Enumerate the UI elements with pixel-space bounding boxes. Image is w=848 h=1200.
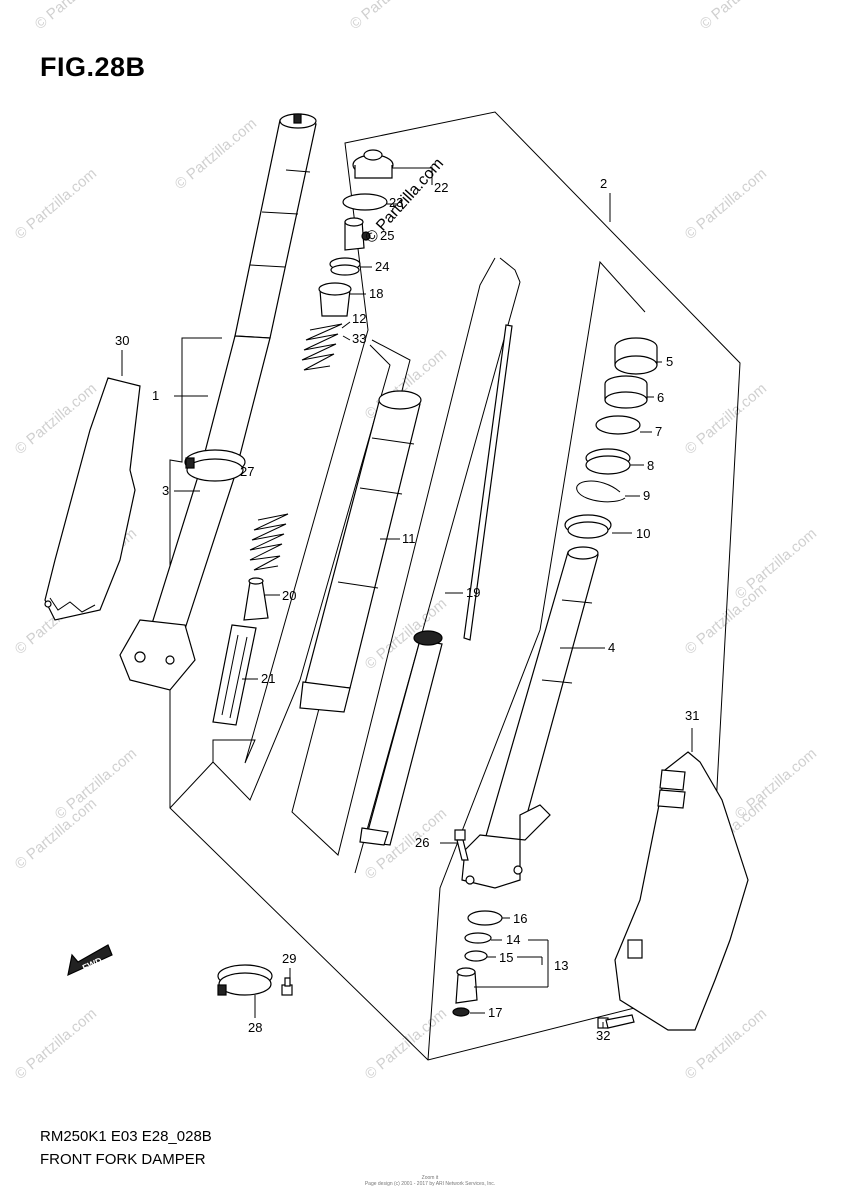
part-label-4[interactable]: 4 — [608, 640, 615, 655]
part-label-27[interactable]: 27 — [240, 464, 254, 479]
part-label-24[interactable]: 24 — [375, 259, 389, 274]
fork-guard-left[interactable] — [44, 377, 141, 621]
inner-tube[interactable] — [119, 469, 237, 691]
part-label-9[interactable]: 9 — [643, 488, 650, 503]
part-label-17[interactable]: 17 — [488, 1005, 502, 1020]
part-label-11[interactable]: 11 — [402, 531, 416, 546]
part-label-22[interactable]: 22 — [434, 180, 448, 195]
watermark-text: © Partzilla.com — [32, 0, 120, 33]
base-valve-13[interactable] — [455, 967, 478, 1004]
washer-7[interactable] — [595, 415, 641, 435]
part-label-3[interactable]: 3 — [162, 483, 169, 498]
part-label-19[interactable]: 19 — [466, 585, 480, 600]
spring-33[interactable] — [301, 323, 343, 371]
figure-title: FIG.28B — [40, 52, 146, 82]
stopper-ring-9[interactable] — [576, 480, 626, 503]
watermark-text: © Partzilla.com — [682, 380, 770, 458]
part-label-29[interactable]: 29 — [282, 951, 296, 966]
watermark-text: © Partzilla.com — [12, 1005, 100, 1083]
part-label-25[interactable]: 25 — [380, 228, 394, 243]
rebound-adjuster[interactable] — [344, 217, 371, 251]
guide-bushing-6[interactable] — [604, 375, 648, 409]
part-label-32[interactable]: 32 — [596, 1028, 610, 1043]
rebound-spring[interactable] — [249, 513, 289, 571]
part-label-5[interactable]: 5 — [666, 354, 673, 369]
spring-guide-18[interactable] — [318, 282, 352, 317]
part-label-28[interactable]: 28 — [248, 1020, 262, 1035]
slide-bushing-5[interactable] — [614, 337, 658, 375]
collar-24[interactable] — [329, 257, 361, 276]
inner-tube-right[interactable] — [461, 546, 599, 889]
watermark-text: © Partzilla.com — [12, 165, 100, 243]
part-label-31[interactable]: 31 — [685, 708, 699, 723]
washer-17[interactable] — [452, 1007, 470, 1017]
damper-rod[interactable] — [359, 324, 513, 846]
part-labels: 1234567891011121314151617181920212223242… — [115, 176, 699, 1043]
credit-text: Zoom it Page design (c) 2001 - 2017 by A… — [300, 1175, 560, 1187]
bolt-26[interactable] — [454, 829, 469, 861]
part-label-8[interactable]: 8 — [647, 458, 654, 473]
part-label-7[interactable]: 7 — [655, 424, 662, 439]
part-label-30[interactable]: 30 — [115, 333, 129, 348]
part-label-1[interactable]: 1 — [152, 388, 159, 403]
credit-line-2: Page design (c) 2001 - 2017 by ARI Netwo… — [364, 1181, 496, 1187]
part-label-6[interactable]: 6 — [657, 390, 664, 405]
oil-seal-8[interactable] — [585, 448, 631, 475]
part-label-2[interactable]: 2 — [600, 176, 607, 191]
part-label-14[interactable]: 14 — [506, 932, 520, 947]
part-label-16[interactable]: 16 — [513, 911, 527, 926]
dust-seal-10[interactable] — [564, 514, 612, 539]
leader-lines — [121, 167, 693, 1028]
part-label-23[interactable]: 23 — [389, 195, 403, 210]
watermark-text: © Partzilla.com — [732, 745, 820, 823]
watermark-text: © Partzilla.com — [172, 115, 260, 193]
bolt-29[interactable] — [281, 977, 293, 996]
forward-arrow-icon: FWD — [67, 944, 113, 977]
fork-guard-right[interactable] — [614, 751, 749, 1031]
o-ring-15[interactable] — [464, 950, 488, 962]
part-label-20[interactable]: 20 — [282, 588, 296, 603]
outer-tube[interactable] — [204, 113, 317, 456]
stopper-20[interactable] — [243, 577, 269, 621]
credit-line-1: Zoom it — [421, 1175, 439, 1181]
part-label-26[interactable]: 26 — [415, 835, 429, 850]
assembly-name: FRONT FORK DAMPER — [40, 1151, 206, 1168]
part-label-13[interactable]: 13 — [554, 958, 568, 973]
cap-bolt[interactable] — [352, 149, 394, 179]
part-label-33[interactable]: 33 — [352, 331, 366, 346]
tube-clamp[interactable] — [184, 449, 246, 482]
part-label-21[interactable]: 21 — [261, 671, 275, 686]
part-label-10[interactable]: 10 — [636, 526, 650, 541]
part-label-18[interactable]: 18 — [369, 286, 383, 301]
o-ring-16[interactable] — [467, 910, 503, 926]
watermark-text: © Partzilla.com — [347, 0, 435, 33]
damper-cylinder[interactable] — [299, 390, 422, 713]
part-label-12[interactable]: 12 — [352, 311, 366, 326]
clamp-28[interactable] — [217, 964, 273, 996]
model-code: RM250K1 E03 E28_028B — [40, 1128, 212, 1145]
o-ring-14[interactable] — [464, 932, 492, 944]
watermark-text: © Partzilla.com — [362, 1005, 450, 1083]
part-label-15[interactable]: 15 — [499, 950, 513, 965]
watermark-text: © Partzilla.com — [732, 525, 820, 603]
piston-rod-guide-21[interactable] — [212, 624, 257, 726]
watermark-text: © Partzilla.com — [682, 165, 770, 243]
watermark-text: © Partzilla.com — [697, 0, 785, 33]
o-ring-23[interactable] — [342, 193, 388, 211]
